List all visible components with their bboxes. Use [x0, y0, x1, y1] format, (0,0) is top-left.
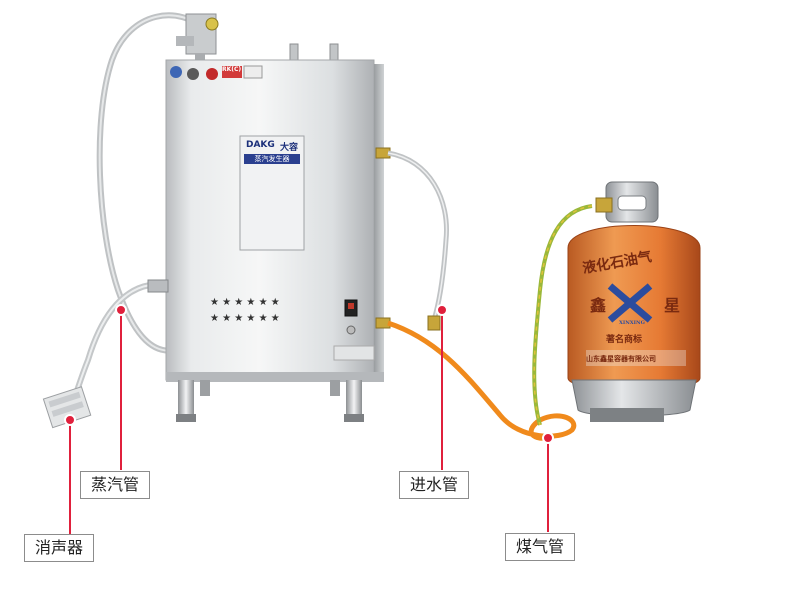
brand-chinese: 大容 [280, 143, 299, 153]
svg-text:★ ★ ★ ★ ★ ★: ★ ★ ★ ★ ★ ★ [210, 297, 280, 308]
water-inlet-hose [387, 150, 449, 321]
callout-steam-pipe: 蒸汽管 [80, 471, 151, 499]
cylinder-wrap-small: XINXING [619, 320, 645, 326]
cylinder-wrap-char: 星 [664, 296, 681, 315]
brand-logo: DAKG [246, 140, 275, 150]
gas-hose [387, 320, 577, 441]
plate-title: 蒸汽发生器 [244, 154, 300, 164]
svg-text:★ ★ ★ ★ ★ ★: ★ ★ ★ ★ ★ ★ [210, 313, 280, 324]
leg [346, 380, 362, 420]
callout-markers [69, 310, 549, 534]
cylinder-wrap-bottom: 山东鑫星容器有限公司 [586, 354, 656, 363]
cylinder-wrap-char: 鑫 [590, 296, 607, 315]
callout-silencer: 消声器 [24, 534, 95, 562]
marker-gas [542, 432, 554, 444]
gas-cylinder [567, 181, 701, 422]
marker-steam [115, 304, 127, 316]
indicator-stars: ★ ★ ★ ★ ★ ★ ★ ★ ★ ★ ★ ★ [210, 297, 280, 324]
leg [178, 380, 194, 420]
callout-gas-pipe: 煤气管 [505, 533, 576, 561]
cylinder-wrap-sub: 著名商标 [606, 335, 643, 345]
callout-water-inlet: 进水管 [399, 471, 470, 499]
silencer [42, 386, 92, 429]
safety-label: RK(C) [222, 66, 242, 73]
marker-water [436, 304, 448, 316]
silencer-hose [69, 282, 151, 407]
marker-silencer [64, 414, 76, 426]
